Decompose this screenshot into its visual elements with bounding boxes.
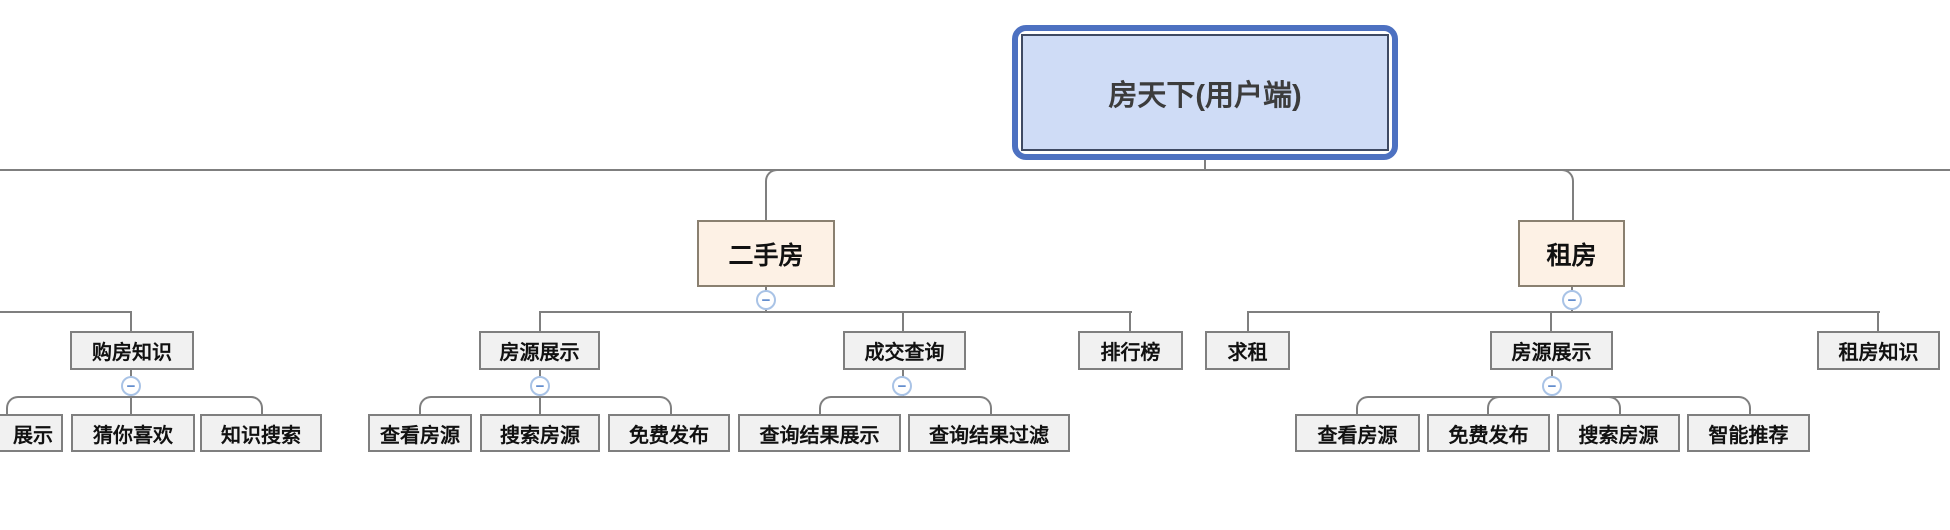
connector-feeder-goufang	[0, 311, 132, 313]
topic-qiuzu[interactable]: 求租	[1205, 331, 1290, 370]
topic-fangyuan-zhanshi-esf[interactable]: 房源展示	[479, 331, 600, 370]
connector-root-stem	[1204, 158, 1206, 170]
connector-elbow-zhanshi	[6, 396, 133, 417]
topic-fangyuan-zhanshi-zf[interactable]: 房源展示	[1490, 331, 1613, 370]
topic-goufang-zhishi[interactable]: 购房知识	[70, 331, 194, 370]
collapse-icon-fangyuan-zhanshi-esf[interactable]: −	[530, 376, 550, 396]
connector-drop-fangyuan-esf	[539, 311, 541, 332]
connector-elbow-zhineng	[1551, 396, 1751, 417]
topic-sousuo-fangyuan-esf[interactable]: 搜索房源	[480, 414, 600, 452]
connector-drop-qiuzu	[1247, 311, 1249, 332]
topic-zufang[interactable]: 租房	[1518, 220, 1625, 287]
collapse-icon-goufang-zhishi[interactable]: −	[121, 376, 141, 396]
collapse-icon-ershoufang[interactable]: −	[756, 290, 776, 310]
connector-elbow-chaxun-guolv	[903, 396, 992, 417]
connector-drop-goufang	[130, 311, 132, 332]
connector-drop-zufangzhishi	[1877, 311, 1879, 332]
connector-elbow-mianfei-esf	[540, 396, 672, 417]
connector-drop-chengjiao	[902, 311, 904, 332]
topic-zhanshi-clipped[interactable]: 展示	[0, 414, 63, 452]
topic-zhineng-tuijian[interactable]: 智能推荐	[1687, 414, 1810, 452]
topic-zufang-zhishi[interactable]: 租房知识	[1817, 331, 1940, 370]
topic-zhishi-sousuo[interactable]: 知识搜索	[200, 414, 322, 452]
connector-elbow-chaxun-zhanshi	[819, 396, 906, 417]
topic-chaxun-jieguo-guolv[interactable]: 查询结果过滤	[908, 414, 1070, 452]
connector-elbow-zhishisousuo	[131, 396, 263, 417]
connector-trunk	[0, 169, 1950, 171]
connector-elbow-chakan-zf	[1356, 396, 1554, 417]
connector-drop-paihangbang	[1129, 311, 1131, 332]
topic-mianfei-fabu-zf[interactable]: 免费发布	[1427, 414, 1550, 452]
collapse-icon-zufang[interactable]: −	[1562, 290, 1582, 310]
root-topic[interactable]: 房天下(用户端)	[1012, 25, 1398, 160]
connector-bus-ershoufang	[539, 311, 1132, 313]
topic-ershoufang[interactable]: 二手房	[697, 220, 835, 287]
topic-chengjiao-chaxun[interactable]: 成交查询	[843, 331, 966, 370]
topic-sousuo-fangyuan-zf[interactable]: 搜索房源	[1557, 414, 1680, 452]
topic-chakan-fangyuan-esf[interactable]: 查看房源	[368, 414, 472, 452]
root-topic-label: 房天下(用户端)	[1021, 34, 1389, 151]
topic-chakan-fangyuan-zf[interactable]: 查看房源	[1295, 414, 1420, 452]
connector-drop-fangyuan-zf	[1550, 311, 1552, 332]
topic-cainixihuan[interactable]: 猜你喜欢	[71, 414, 195, 452]
topic-chaxun-jieguo-zhanshi[interactable]: 查询结果展示	[738, 414, 901, 452]
topic-paihangbang[interactable]: 排行榜	[1078, 331, 1183, 370]
collapse-icon-fangyuan-zhanshi-zf[interactable]: −	[1542, 376, 1562, 396]
connector-elbow-ershoufang	[765, 169, 837, 221]
topic-mianfei-fabu-esf[interactable]: 免费发布	[608, 414, 730, 452]
connector-elbow-mianfei-zf	[1487, 396, 1554, 417]
connector-elbow-chakan-esf	[419, 396, 542, 417]
collapse-icon-chengjiao-chaxun[interactable]: −	[892, 376, 912, 396]
connector-bus-zufang	[1247, 311, 1880, 313]
connector-elbow-zufang	[1502, 169, 1574, 221]
